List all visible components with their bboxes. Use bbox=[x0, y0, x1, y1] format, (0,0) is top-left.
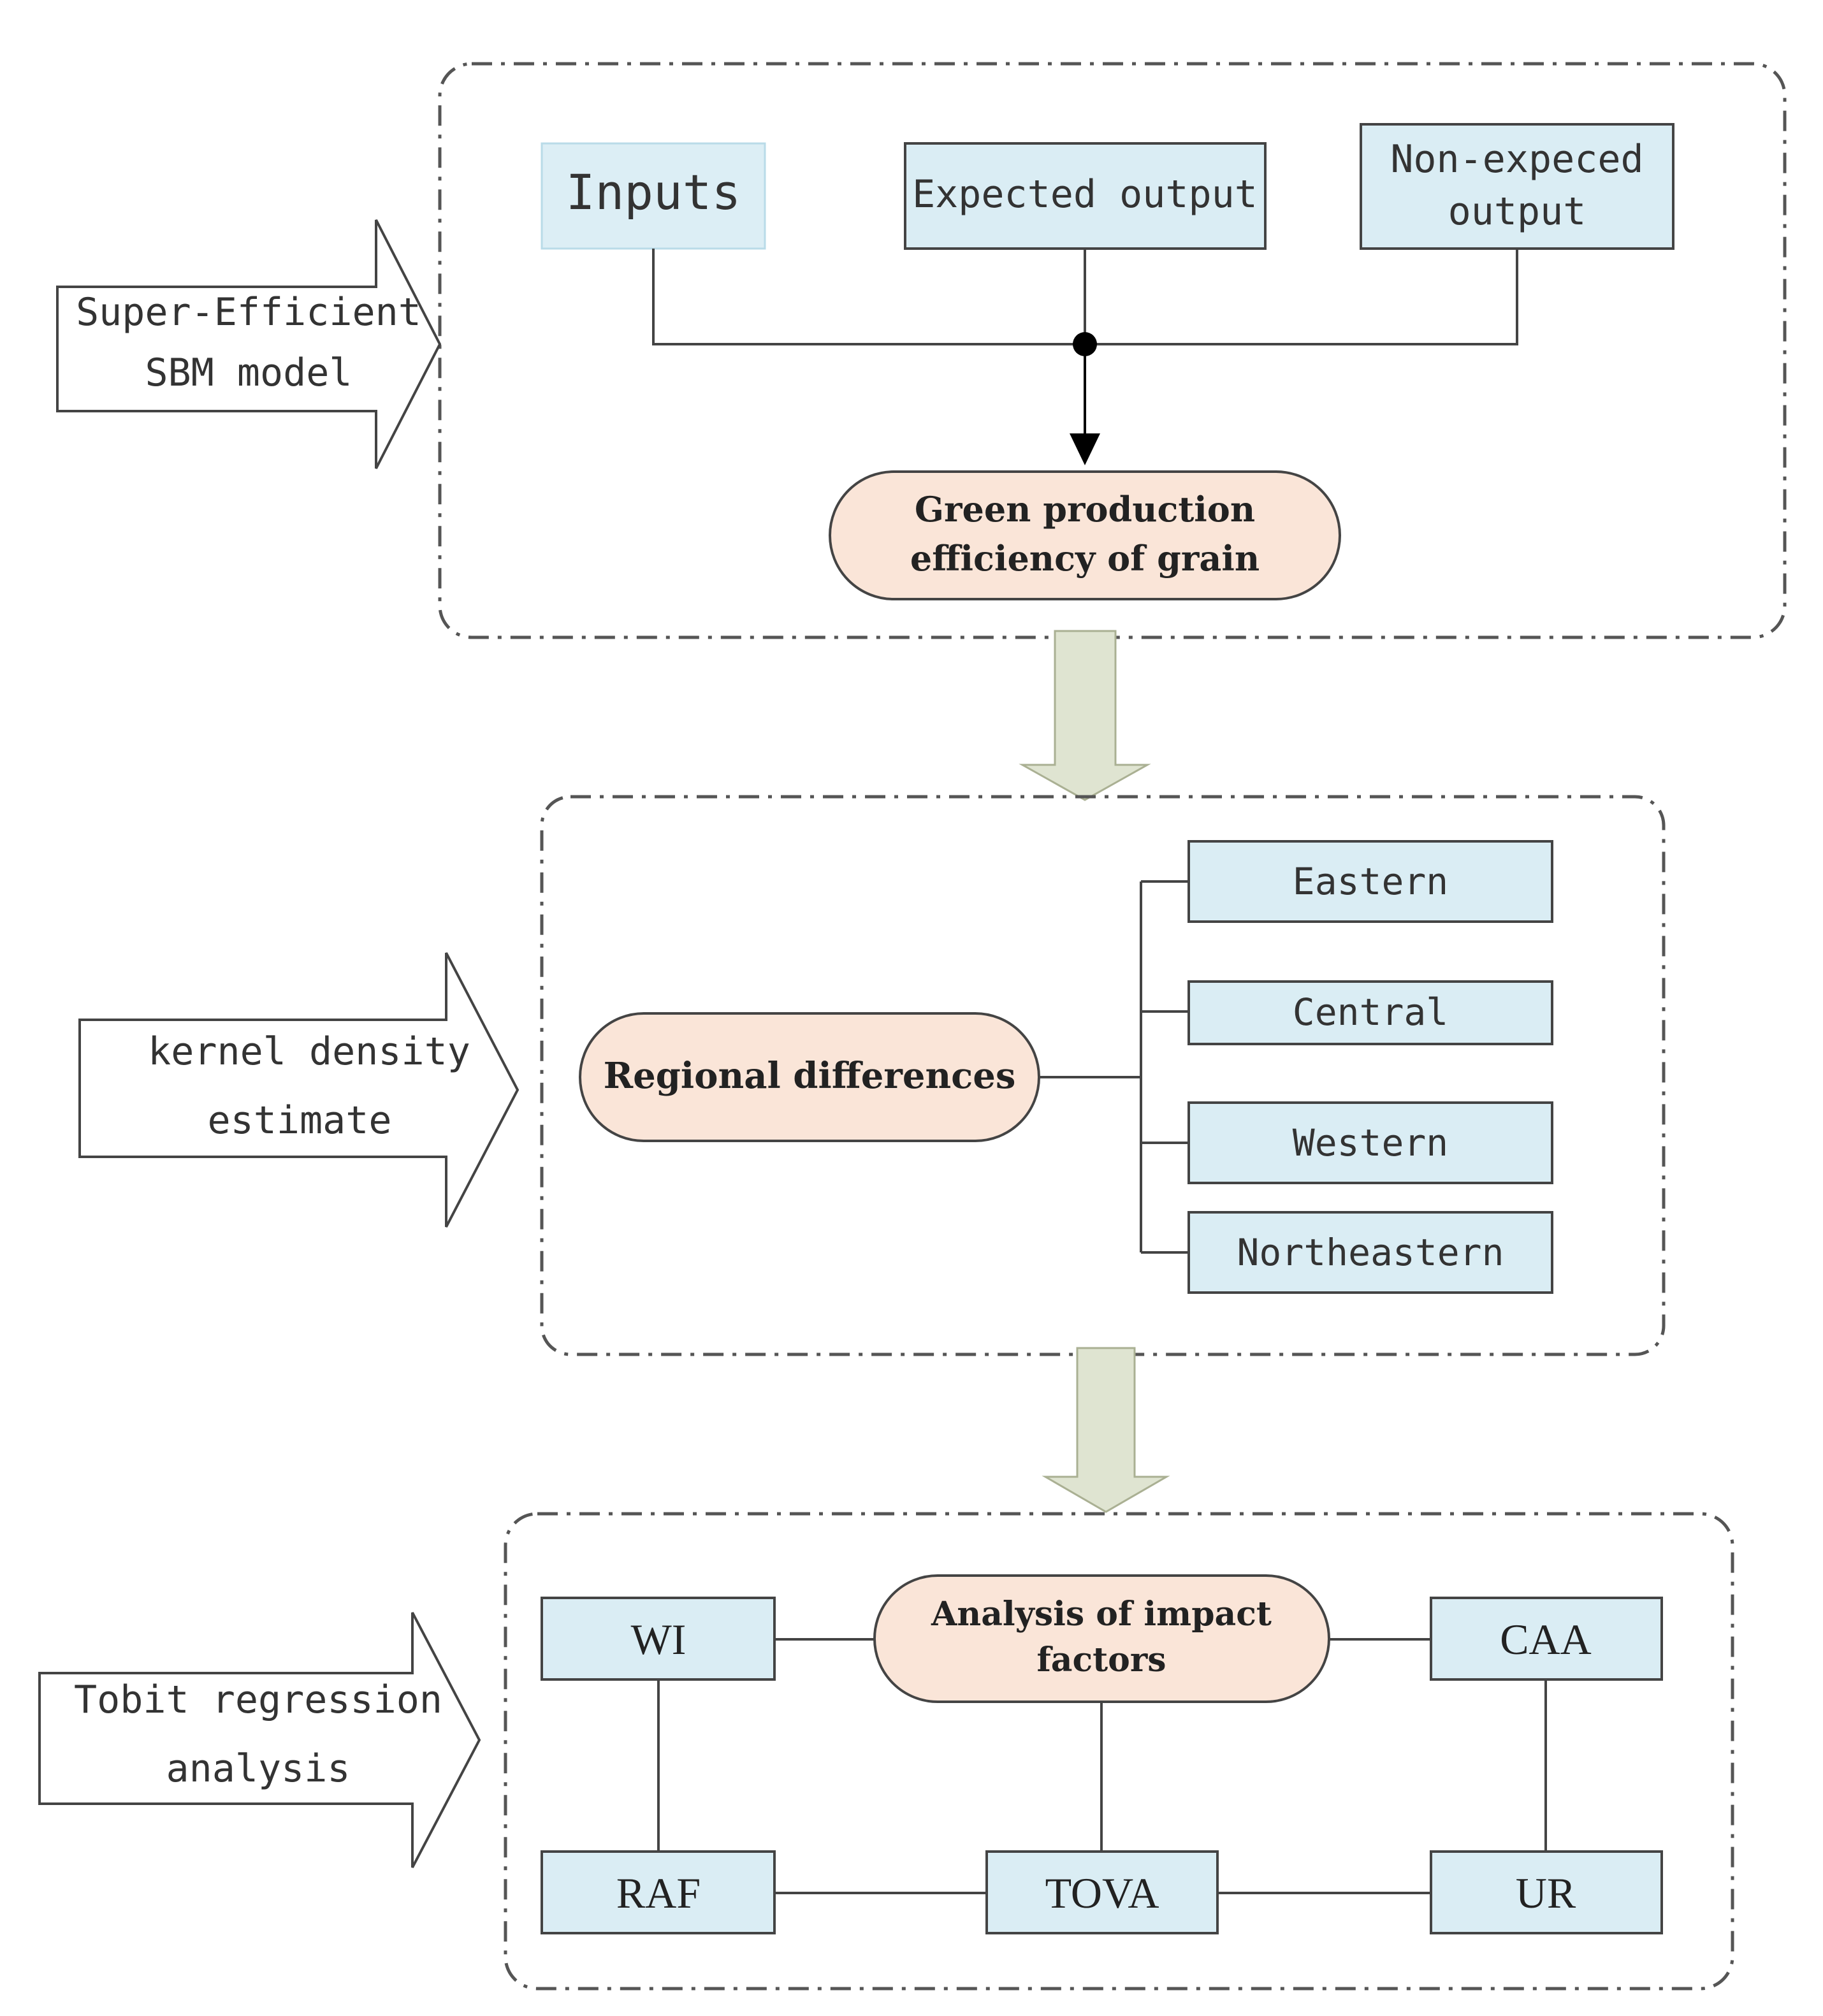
factor-box-caa bbox=[1430, 1597, 1663, 1681]
factor-box-wi bbox=[541, 1597, 776, 1681]
method-label-sbm-line1: Super-Efficient bbox=[76, 290, 421, 335]
factor-label-tova: TOVA bbox=[1045, 1869, 1159, 1917]
factor-label-wi: WI bbox=[631, 1615, 686, 1664]
down-arrowhead bbox=[1070, 433, 1100, 465]
region-label-western: Western bbox=[1293, 1121, 1448, 1164]
flow-arrow-2 bbox=[1042, 1347, 1170, 1513]
region-label-northeastern: Northeastern bbox=[1237, 1231, 1504, 1274]
method-label-tobit-line1: Tobit regression bbox=[74, 1678, 442, 1722]
inputs-label: Inputs bbox=[566, 164, 741, 221]
method-label-kernel-line2: estimate bbox=[208, 1098, 392, 1143]
regional-differences-label: Regional differences bbox=[604, 1055, 1016, 1097]
method-arrow-tobit bbox=[38, 1612, 481, 1868]
factor-label-caa: CAA bbox=[1500, 1615, 1592, 1664]
factor-box-ur bbox=[1430, 1850, 1663, 1934]
method-arrow-kernel bbox=[78, 952, 519, 1228]
expected-output-label: Expected output bbox=[912, 172, 1258, 217]
region-box-eastern bbox=[1187, 840, 1553, 923]
factor-box-tova bbox=[985, 1850, 1219, 1934]
region-label-central: Central bbox=[1293, 990, 1448, 1034]
factor-label-raf: RAF bbox=[616, 1869, 701, 1917]
factor-label-ur: UR bbox=[1516, 1869, 1576, 1917]
impact-factors-node bbox=[873, 1574, 1330, 1703]
green-production-efficiency-node bbox=[829, 470, 1341, 600]
non-expected-output-line1: Non-expeced bbox=[1390, 137, 1643, 182]
method-arrow-sbm bbox=[56, 219, 442, 469]
region-label-eastern: Eastern bbox=[1293, 860, 1448, 903]
section-3-frame bbox=[504, 1512, 1734, 1991]
section-2-frame bbox=[540, 795, 1666, 1356]
region-box-central bbox=[1187, 980, 1553, 1045]
method-label-sbm-line2: SBM model bbox=[145, 351, 352, 395]
factor-box-raf bbox=[541, 1850, 776, 1934]
region-box-western bbox=[1187, 1101, 1553, 1184]
method-label-tobit-line2: analysis bbox=[166, 1746, 351, 1791]
method-label-kernel-line1: kernel density bbox=[148, 1029, 470, 1074]
green-production-line2: efficiency of grain bbox=[910, 538, 1260, 579]
region-box-northeastern bbox=[1187, 1211, 1553, 1294]
flow-arrow-1 bbox=[1019, 630, 1151, 801]
impact-factors-line2: factors bbox=[1036, 1641, 1166, 1679]
green-production-line1: Green production bbox=[915, 489, 1255, 530]
non-expected-output-line2: output bbox=[1448, 189, 1587, 234]
expected-output-box bbox=[904, 142, 1267, 250]
impact-factors-line1: Analysis of impact bbox=[931, 1595, 1272, 1634]
